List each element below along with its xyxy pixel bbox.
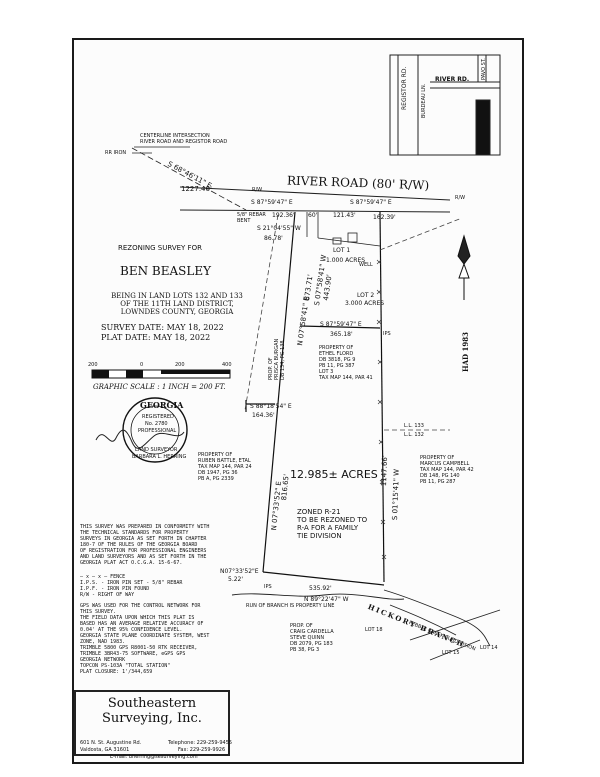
- lot1-acres: 1.000 ACRES: [326, 257, 366, 264]
- graphic-scale-label: GRAPHIC SCALE : 1 INCH = 200 FT.: [93, 383, 226, 391]
- lot3-bearing: S 87°59'47" E: [320, 321, 362, 328]
- lot1-outline: [306, 212, 381, 247]
- total-acres: 12.985± ACRES: [290, 468, 378, 481]
- company-name-2: Surveying, Inc.: [102, 711, 202, 726]
- rr-iron-label: RR IRON: [105, 150, 127, 156]
- gps-note: GPS WAS USED FOR THE CONTROL NETWORK FOR…: [80, 603, 210, 675]
- registor-rd-label: REGISTOR RD.: [401, 66, 408, 110]
- dist-121: 121.43': [333, 212, 356, 219]
- bottom-dist: 535.92': [309, 585, 332, 592]
- burdeau-ln-label: BURDEAU LN.: [421, 83, 427, 118]
- owner-prisca: PROP. OF PRISCA BURGAN DB 134, PG 138: [268, 338, 286, 380]
- well-label: WELL: [359, 262, 373, 268]
- seal-registered: REGISTERED: [142, 414, 174, 420]
- company-email: E-mail: bherring@sesurveying.com: [110, 754, 198, 760]
- scale-tick-3: 400: [222, 362, 232, 368]
- rw-left: R/W: [252, 187, 263, 193]
- plat-date: PLAT DATE: MAY 18, 2022: [101, 333, 211, 342]
- fence-marks: [376, 259, 387, 560]
- lot15-label: LOT 15: [442, 650, 460, 656]
- owner-craig: PROP. OF CRAIG CARDELLA STEVE QUINN DB 2…: [290, 623, 334, 653]
- scale-tick-2: 200: [175, 362, 185, 368]
- rezoning-heading: REZONING SURVEY FOR: [118, 244, 202, 252]
- company-block: Southeastern Surveying, Inc.: [74, 690, 230, 756]
- river-road-rw: [179, 186, 451, 213]
- property-boundary: [245, 211, 385, 586]
- vicinity-river-rd-label: RIVER RD.: [435, 76, 470, 83]
- seal-land-surveyor: LAND SURVEYOR: [135, 447, 178, 453]
- ips2-label: IPS: [264, 584, 272, 590]
- seal-name: BARBARA L. HERRING: [132, 454, 187, 460]
- company-telephone: Telephone: 229-259-9455: [168, 740, 233, 746]
- bottom-bearing: N 89°22'47" W: [304, 596, 349, 603]
- vicinity-map: [389, 54, 501, 156]
- tie-distance: 1227.46': [181, 185, 212, 193]
- ll132-label: L.L. 132: [404, 432, 424, 438]
- seal-professional: PROFESSIONAL: [138, 428, 177, 434]
- company-name-1: Southeastern: [107, 696, 197, 711]
- pavo-st-label: PAVO ST.: [481, 58, 487, 80]
- north-arrow-icon: [457, 234, 471, 300]
- dist-164: 164.36': [252, 412, 275, 419]
- owner-ruben: PROPERTY OF RUBEN BATTLE, ETAL TAX MAP 1…: [198, 452, 252, 482]
- dist-86: 86.78': [264, 235, 283, 242]
- survey-date: SURVEY DATE: MAY 18, 2022: [101, 323, 224, 332]
- top-bearing-2: S 87°59'47" E: [350, 199, 392, 206]
- owner-marcus: PROPERTY OF MARCUS CAMPBELL TAX MAP 144,…: [420, 455, 474, 485]
- lot2-acres: 3.000 ACRES: [345, 300, 385, 307]
- lot3-dist: 365.18': [330, 331, 353, 338]
- east-dist: 1147.66': [380, 455, 390, 487]
- tie-line: [131, 147, 247, 211]
- dist-192: 192.36': [272, 212, 295, 219]
- top-bearing: S 87°59'47" E: [251, 199, 293, 206]
- prisca-line: [244, 214, 279, 411]
- graphic-scale-bar: [91, 369, 231, 379]
- conformity-note: THIS SURVEY WAS PREPARED IN CONFORMITY W…: [80, 524, 210, 566]
- plat-sheet: [72, 38, 524, 764]
- rebar-label: 5/8" REBAR BENT: [237, 212, 266, 224]
- vicinity-frame: [389, 54, 501, 156]
- client-name: BEN BEASLEY: [120, 264, 212, 278]
- ll133-label: L.L. 133: [404, 423, 424, 429]
- lot14-label: LOT 14: [480, 645, 498, 651]
- dist-60: 60': [308, 212, 318, 219]
- bearing-21: S 21°04'55" W: [257, 225, 301, 232]
- branch-note: RUN OF BRANCH IS PROPERTY LINE: [246, 603, 335, 609]
- lot18-label: LOT 18: [365, 627, 383, 633]
- company-address-2: Valdosta, GA 31601: [80, 747, 130, 753]
- bearing-88: S 88°18'54" E: [250, 403, 292, 410]
- lot1-label: LOT 1: [333, 247, 351, 254]
- ips-label: IPS: [383, 331, 391, 337]
- dist-162: 162.39': [373, 214, 396, 221]
- vicinity-site: [475, 99, 491, 156]
- signature: [95, 429, 185, 449]
- rw-right: R/W: [455, 195, 466, 201]
- company-fax: Fax: 229-259-9926: [178, 747, 226, 753]
- sw-dist: 5.22': [228, 576, 244, 583]
- branch-lines: [231, 589, 501, 661]
- east-fence: [379, 217, 463, 251]
- lot2-label: LOT 2: [357, 292, 375, 299]
- datum-label: HAD 1983: [461, 331, 470, 372]
- seal-state: GEORGIA: [140, 400, 184, 410]
- sw-bearing: N07°33'52"E: [220, 568, 259, 575]
- scale-tick-0: 200: [88, 362, 98, 368]
- company-address-1: 601 N. St. Augustine Rd.: [80, 740, 142, 746]
- owner-ethel: PROPERTY OF ETHEL FLORD DB 3818, PG 9 PB…: [319, 345, 373, 381]
- seal-number: No. 2780: [145, 421, 168, 427]
- scale-tick-1: 0: [140, 362, 144, 368]
